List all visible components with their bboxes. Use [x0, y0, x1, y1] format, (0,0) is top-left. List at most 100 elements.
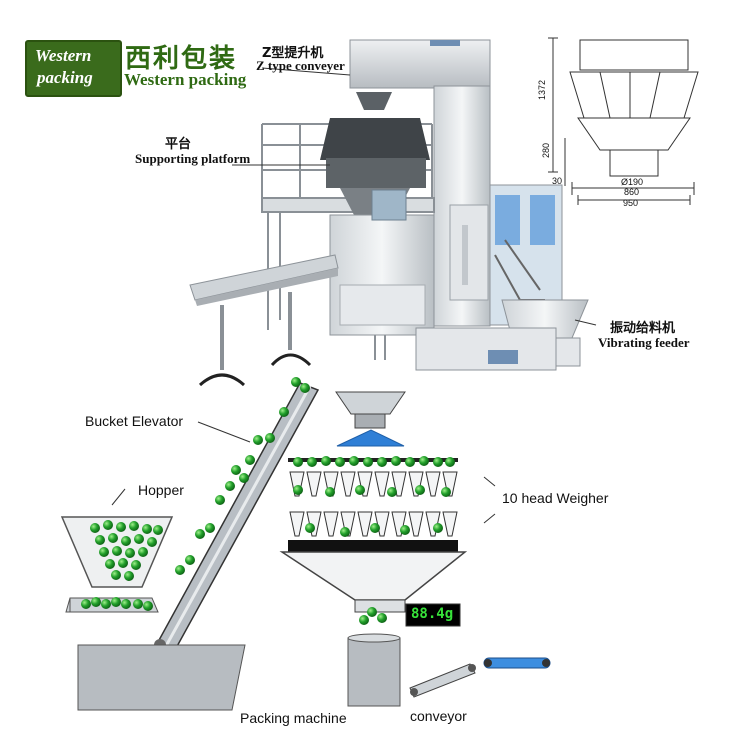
collecting-chute [279, 551, 468, 613]
pea [118, 558, 128, 568]
pea [325, 487, 335, 497]
pea [103, 520, 113, 530]
weigher-base [288, 540, 458, 552]
pea [231, 465, 241, 475]
weigher-bucket [425, 471, 441, 497]
weigher-top [335, 391, 406, 447]
pea [134, 534, 144, 544]
vibrating-feeder [415, 299, 589, 371]
pea [111, 597, 121, 607]
weigher-bucket [289, 471, 305, 497]
pea [195, 529, 205, 539]
pea [124, 571, 134, 581]
pea [121, 536, 131, 546]
z-elevator [349, 39, 491, 327]
pea-particles [81, 377, 455, 625]
pea [95, 535, 105, 545]
weigher-bucket [391, 511, 407, 537]
pea [153, 525, 163, 535]
pea [433, 523, 443, 533]
pea [415, 485, 425, 495]
pea [91, 597, 101, 607]
weight-readout: 88.4g [411, 606, 454, 622]
pea [143, 601, 153, 611]
pea [81, 599, 91, 609]
pea [387, 487, 397, 497]
pea [265, 433, 275, 443]
pea [300, 383, 310, 393]
platform-en-label: Supporting platform [135, 151, 251, 166]
pea [377, 457, 387, 467]
pea [225, 481, 235, 491]
weigher-bucket [306, 471, 322, 497]
pea [370, 523, 380, 533]
output-conveyor [189, 254, 339, 387]
weigher-bucket [340, 471, 356, 497]
weigher-bucket [425, 511, 441, 537]
pea [105, 559, 115, 569]
weight-display [405, 603, 461, 627]
pea [349, 456, 359, 466]
weigher-buckets [288, 458, 458, 552]
pea [445, 457, 455, 467]
pea [419, 456, 429, 466]
conveyor-label: conveyor [410, 708, 467, 724]
pea [367, 607, 377, 617]
brand-en-name: Western packing [124, 70, 247, 89]
small-conveyor [409, 657, 551, 698]
pea [441, 487, 451, 497]
pea [112, 546, 122, 556]
dim-diameter: Ø190 [621, 177, 644, 187]
pea [185, 555, 195, 565]
pea [138, 547, 148, 557]
z-conveyer-cn-label: Z型提升机 [262, 46, 324, 61]
packing-machine-block [77, 633, 401, 711]
brand-cn-name: 西利包装 [125, 44, 238, 74]
pea [400, 525, 410, 535]
pea [363, 457, 373, 467]
weigher-bucket [289, 511, 305, 537]
pea [121, 599, 131, 609]
packing-machine-label: Packing machine [240, 710, 347, 726]
pea [355, 485, 365, 495]
bucket-elevator-label: Bucket Elevator [85, 413, 184, 429]
pea [116, 522, 126, 532]
pea [215, 495, 225, 505]
pea [133, 599, 143, 609]
pea [359, 615, 369, 625]
dim-d1: 280 [541, 142, 551, 158]
weigher-rail [288, 458, 458, 462]
pea [293, 485, 303, 495]
pea [175, 565, 185, 575]
pea [125, 548, 135, 558]
pea [90, 523, 100, 533]
dimension-sketch [548, 37, 699, 205]
pea [321, 456, 331, 466]
dim-width1: 860 [624, 187, 640, 197]
dim-height: 1372 [537, 79, 547, 100]
pea [405, 457, 415, 467]
weigher-bucket [357, 511, 373, 537]
pea [147, 537, 157, 547]
pea [111, 570, 121, 580]
pea [305, 523, 315, 533]
pea [391, 456, 401, 466]
pea [239, 473, 249, 483]
platform-cn-label: 平台 [165, 137, 192, 152]
pea [131, 560, 141, 570]
pea [101, 599, 111, 609]
pea [253, 435, 263, 445]
feeder-en-label: Vibrating feeder [598, 335, 690, 350]
pea [293, 457, 303, 467]
weigher-bucket [323, 511, 339, 537]
dim-width2: 950 [623, 198, 639, 208]
z-conveyer-en-label: Z type conveyer [256, 58, 345, 73]
logo-line1: Western [35, 46, 92, 65]
hopper-label: Hopper [138, 482, 184, 498]
feeder-cn-label: 振动给料机 [610, 321, 676, 336]
pea [99, 547, 109, 557]
leader-lines [111, 67, 597, 524]
pea [335, 457, 345, 467]
weigher-label: 10 head Weigher [502, 490, 609, 506]
